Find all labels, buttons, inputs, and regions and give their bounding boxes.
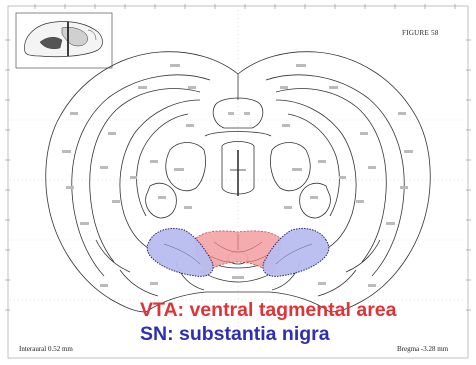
interaural-coordinate: Interaural 0.52 mm xyxy=(19,345,73,353)
legend-vta: VTA: ventral tagmental area xyxy=(140,301,396,321)
bregma-coordinate: Bregma -3.28 mm xyxy=(397,345,448,353)
sagittal-thumbnail xyxy=(16,13,112,68)
figure-number: FIGURE 58 xyxy=(402,29,439,37)
top-ruler xyxy=(35,4,455,9)
legend-sn: SN: substantia nigra xyxy=(140,325,330,345)
brain-outline xyxy=(46,52,431,312)
